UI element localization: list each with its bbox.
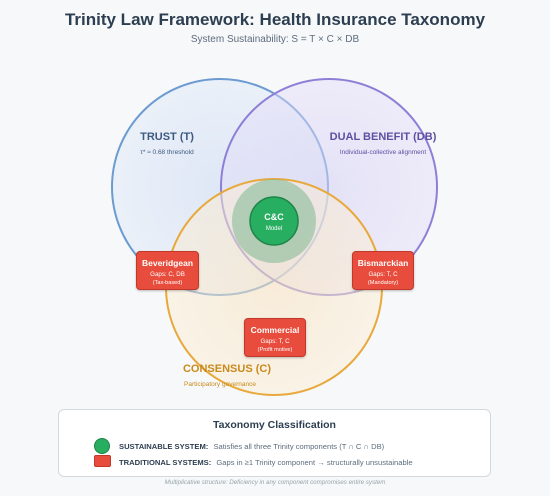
page-title: Trinity Law Framework: Health Insurance … xyxy=(64,10,486,29)
page-subtitle: System Sustainability: S = T × C × DB xyxy=(190,34,360,45)
dual-benefit-note: Individual-collective alignment xyxy=(340,149,427,156)
bismarckian-title: Bismarckian xyxy=(357,258,409,268)
commercial-title: Commercial xyxy=(250,325,300,335)
bismarckian-box: Bismarckian Gaps: T, C (Mandatory) xyxy=(352,251,414,290)
sustainable-desc: Satisfies all three Trinity components (… xyxy=(213,442,385,451)
footnote: Multiplicative structure: Deficiency in … xyxy=(164,479,386,486)
commercial-note: (Profit motive) xyxy=(257,347,293,353)
beveridgean-title: Beveridgean xyxy=(141,258,194,268)
traditional-key: TRADITIONAL SYSTEMS: xyxy=(119,458,212,467)
green-circle-icon xyxy=(94,438,110,454)
trust-note: τ* ≈ 0.68 threshold xyxy=(140,149,194,156)
venn-diagram: C&C Model TRUST (T) τ* ≈ 0.68 threshold … xyxy=(111,78,438,396)
cc-label: C&C xyxy=(264,212,284,222)
bismarckian-note: (Mandatory) xyxy=(367,280,399,286)
commercial-gaps: Gaps: T, C xyxy=(260,338,290,345)
trust-label: TRUST (T) xyxy=(140,131,194,143)
sustainable-key: SUSTAINABLE SYSTEM: xyxy=(119,442,209,451)
commercial-box: Commercial Gaps: T, C (Profit motive) xyxy=(244,318,306,357)
consensus-note: Participatory governance xyxy=(184,381,256,388)
dual-benefit-label: DUAL BENEFIT (DB) xyxy=(330,131,437,143)
legend-title: Taxonomy Classification xyxy=(213,419,336,431)
traditional-desc: Gaps in ≥1 Trinity component → structura… xyxy=(216,458,413,467)
beveridgean-gaps: Gaps: C, DB xyxy=(150,271,185,278)
red-square-icon xyxy=(94,455,111,467)
beveridgean-box: Beveridgean Gaps: C, DB (Tax-based) xyxy=(136,251,199,290)
beveridgean-note: (Tax-based) xyxy=(152,280,183,286)
bismarckian-gaps: Gaps: T, C xyxy=(368,271,398,278)
consensus-label: CONSENSUS (C) xyxy=(183,363,271,375)
cc-sub: Model xyxy=(266,226,282,232)
legend-panel: Taxonomy Classification SUSTAINABLE SYST… xyxy=(58,409,491,477)
cc-model-node xyxy=(249,196,299,246)
